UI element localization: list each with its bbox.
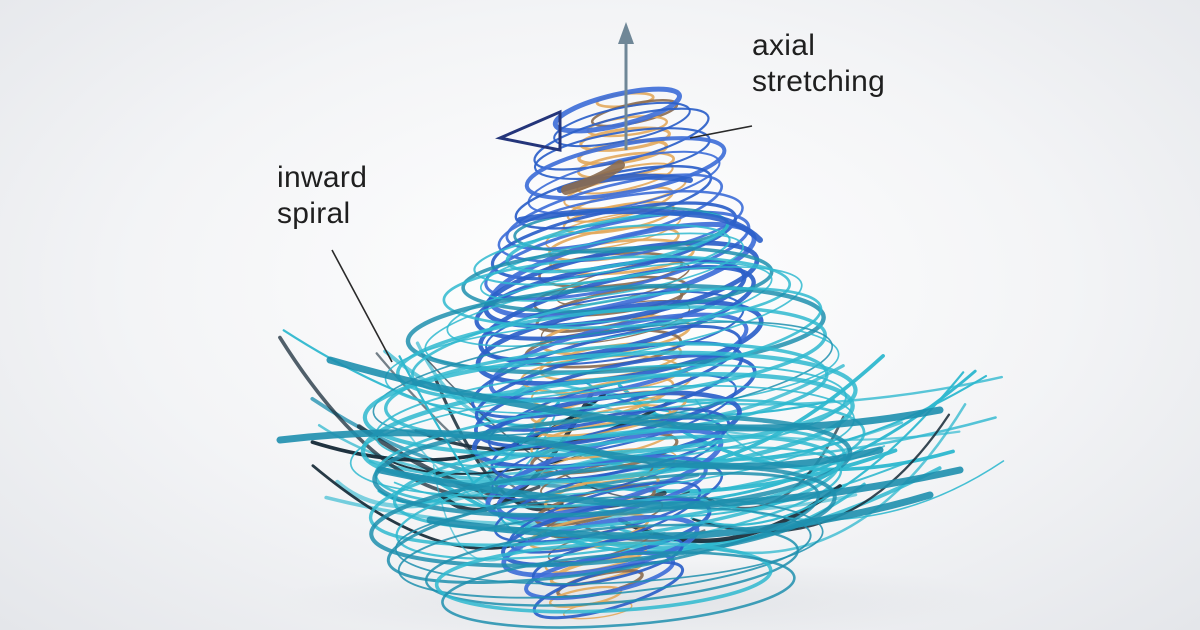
ribbon-streamline [376, 466, 964, 509]
streamline [434, 541, 773, 614]
axial-label-line1: axial [752, 29, 816, 62]
ribbon-streamline [326, 356, 944, 432]
streamline [383, 342, 829, 441]
streamline [396, 305, 827, 403]
top-streamline-loop [495, 109, 562, 152]
streamline [411, 287, 823, 397]
streamline [524, 550, 676, 601]
streamline [405, 283, 826, 375]
streamline [527, 150, 721, 215]
streamline [690, 371, 965, 526]
streamline [524, 136, 727, 201]
streamline [497, 190, 744, 263]
ribbon-streamlines [276, 109, 964, 540]
inward-label-line1: inward [277, 161, 368, 194]
axis-arrow [618, 22, 634, 150]
streamline [479, 232, 745, 302]
axial-leader-line [689, 125, 753, 139]
streamline [424, 523, 800, 607]
upward-arrow-icon [618, 22, 634, 44]
streamline [384, 318, 840, 415]
streamline [442, 255, 792, 329]
streamline [441, 551, 796, 629]
inward-leader-line [331, 249, 393, 363]
streamline [397, 506, 812, 599]
axial-stretching-label: axial stretching [752, 28, 885, 100]
ribbon-streamline [276, 429, 884, 470]
streamline [372, 321, 834, 437]
inward-spiral-label: inward spiral [277, 160, 367, 232]
streamline [533, 107, 710, 171]
brown-ribbon-streamline [561, 160, 625, 195]
streamline [395, 495, 824, 585]
streamline [360, 372, 855, 486]
axial-label-line2: stretching [752, 65, 886, 98]
streamline [369, 463, 837, 568]
streamline [552, 86, 682, 134]
streamline [446, 261, 773, 348]
inward-label-line2: spiral [277, 197, 351, 230]
ribbon-streamline [517, 208, 763, 243]
ribbon-streamline [426, 491, 934, 540]
